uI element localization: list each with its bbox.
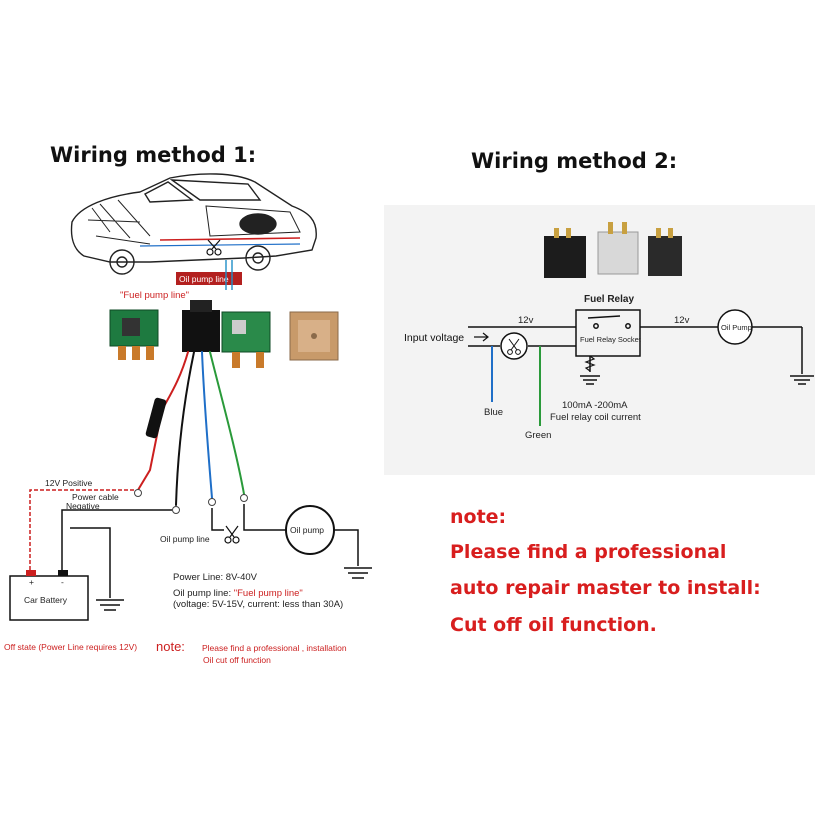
green-label: Green	[525, 430, 551, 441]
relay-black-left	[544, 228, 586, 278]
wire-red-positive	[137, 351, 189, 491]
oil-pump-line-spec: Oil pump line: "Fuel pump line"	[173, 588, 303, 599]
battery-label: Car Battery	[24, 595, 68, 605]
method1-note-label: note:	[156, 639, 185, 654]
gps-board-right	[221, 311, 271, 368]
battery-positive-terminal	[26, 570, 36, 576]
method1-note-line1: Please find a professional , installatio…	[202, 643, 347, 653]
wire-black-negative	[175, 351, 195, 506]
coil-current-value: 100mA -200mA	[562, 400, 628, 411]
scissors-icon	[507, 338, 521, 355]
fuel-relay-label: Fuel Relay	[584, 294, 634, 305]
relay-gray-middle	[597, 222, 639, 275]
method1-note-line2: Oil cut off function	[203, 655, 271, 665]
method2-title: Wiring method 2:	[471, 149, 677, 173]
oil-pump-motor	[717, 309, 753, 345]
car-illustration	[70, 173, 317, 275]
wire-green	[209, 351, 245, 495]
battery-negative-terminal	[58, 570, 68, 576]
fuel-pump-line-caption: "Fuel pump line"	[120, 290, 189, 301]
method2-circuit	[468, 309, 803, 374]
positive-line	[29, 489, 134, 572]
ground-icon	[344, 567, 372, 579]
relay-connector	[182, 300, 220, 352]
coil-resistor	[584, 355, 596, 372]
oil-pump-line	[211, 504, 359, 566]
ground-icon	[580, 375, 600, 385]
voltage-left: 12v	[518, 315, 534, 326]
label-negative: Negative	[66, 501, 100, 511]
ground-icon	[96, 599, 124, 611]
gps-antenna	[289, 311, 339, 361]
svg-text:Oil pump line: Oil pump line	[179, 274, 229, 284]
wire-blue	[201, 351, 213, 499]
voltage-right: 12v	[674, 315, 690, 326]
oil-pump-label: Oil Pump	[721, 323, 752, 332]
negative-line	[61, 509, 172, 598]
battery-plus: +	[29, 577, 34, 587]
ground-icon	[790, 375, 814, 385]
terminal-black	[172, 506, 180, 514]
terminal-red	[134, 489, 142, 497]
blue-label: Blue	[484, 407, 503, 418]
power-line-spec: Power Line: 8V-40V	[173, 572, 258, 583]
note-line2: auto repair master to install:	[450, 577, 761, 599]
label-power-cable: Power cable	[72, 492, 119, 502]
coil-current-desc: Fuel relay coil current	[550, 412, 641, 423]
gps-board-left	[109, 309, 159, 360]
label-oil-pump-line: Oil pump line	[160, 534, 210, 544]
relay-black-right	[648, 228, 682, 276]
scissors-icon	[206, 239, 222, 256]
scissors-icon	[224, 525, 240, 544]
note-line3: Cut off oil function.	[450, 614, 657, 636]
fuel-relay-socket-label: Fuel Relay Socket	[580, 335, 642, 344]
oil-pump-line-detail: (voltage: 5V-15V, current: less than 30A…	[173, 599, 343, 610]
off-state-note: Off state (Power Line requires 12V)	[4, 642, 137, 652]
arrow-right-icon	[474, 332, 489, 342]
method1-title: Wiring method 1:	[50, 143, 256, 167]
terminal-green	[240, 494, 248, 502]
note-line1: Please find a professional	[450, 541, 726, 563]
car-battery	[9, 575, 89, 621]
inline-fuse	[145, 397, 167, 439]
label-12v-positive: 12V Positive	[45, 478, 93, 488]
oil-pump-label: Oil pump	[290, 525, 324, 535]
note-label: note:	[450, 506, 506, 528]
battery-minus: -	[61, 577, 64, 587]
terminal-blue	[208, 498, 216, 506]
oil-pump-motor	[285, 505, 335, 555]
input-voltage-label: Input voltage	[404, 332, 464, 344]
